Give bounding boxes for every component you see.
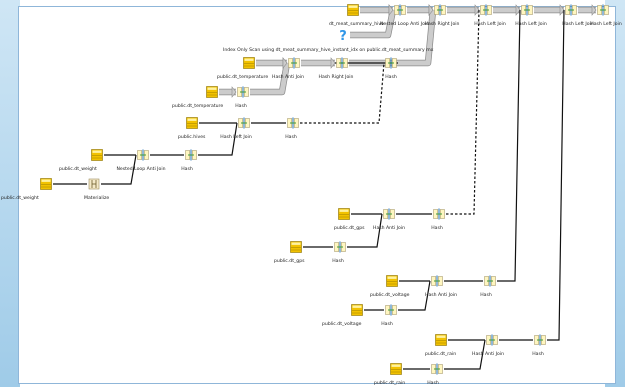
node-label: Hash (385, 75, 397, 80)
node-label: Hash (431, 226, 443, 231)
edge-line (497, 9, 521, 282)
arrowhead (515, 4, 521, 16)
node-label: public.dt_rain (374, 381, 406, 386)
arrowhead (428, 4, 434, 16)
arrowhead (330, 57, 336, 69)
node-label: Hash Anti Join (472, 352, 504, 357)
node-label: Hash (181, 167, 193, 172)
node-label: Hash Anti Join (373, 226, 405, 231)
node-label: Hash Left Join (515, 22, 547, 27)
arrowhead (591, 4, 597, 16)
node-label: public.dt_temperature (217, 75, 269, 80)
edge-line (398, 280, 431, 311)
background-stripe-left (0, 0, 20, 387)
edge-line (547, 9, 565, 341)
node-label: public.dt_gps (274, 259, 305, 264)
node-label: Hash Right Join (318, 75, 354, 80)
arrowhead (559, 4, 565, 16)
node-label: public.dt_temperature (172, 104, 224, 109)
node-label: public.dt_voltage (370, 293, 410, 298)
edge-line (101, 154, 137, 185)
node-label: Hash Anti Join (425, 293, 457, 298)
edge-line (347, 213, 383, 248)
node-label: Hash (532, 352, 544, 357)
node-label: Hash (427, 381, 439, 386)
edge-dash (300, 62, 385, 124)
node-label: public.dt_voltage (322, 322, 362, 327)
node-label: Hash (332, 259, 344, 264)
svg-text:?: ? (339, 29, 347, 41)
node-label: Hash Anti Join (272, 75, 304, 80)
node-label: public.hives (178, 135, 206, 140)
node-label: Hash (381, 322, 393, 327)
node-label: Hash Right Join (424, 22, 460, 27)
node-label: Nested Loop Anti Join (380, 22, 430, 27)
node-label: Hash (285, 135, 297, 140)
arrowhead (474, 4, 480, 16)
edge-arrow (350, 9, 396, 38)
arrowhead (231, 86, 237, 98)
node-label: public.dt_weight (59, 167, 97, 172)
node-label: Nested Loop Anti Join (116, 167, 166, 172)
node-label: Hash Left Join (590, 22, 622, 27)
node-label: public.dt_rain (425, 352, 457, 357)
arrowhead (282, 57, 288, 69)
node-label: Hash (235, 104, 247, 109)
arrowhead (388, 4, 394, 16)
node-label: Hash Left Join (562, 22, 594, 27)
node-label: public.dt_gps (334, 226, 365, 231)
edge-arrow (250, 62, 290, 95)
node-label: public.dt_weight (1, 196, 39, 201)
edge-dash (446, 9, 480, 215)
node-label: Index Only Scan using dt_meat_summary_hi… (223, 48, 434, 53)
node-label: Hash (480, 293, 492, 298)
node-label: Hash Left Join (474, 22, 506, 27)
node-label: Hash Left Join (220, 135, 252, 140)
edge-line (444, 339, 486, 370)
node-label: dt_meat_summary_hive (329, 22, 384, 27)
node-label: Materialize (84, 196, 110, 201)
edge-line (198, 122, 238, 156)
